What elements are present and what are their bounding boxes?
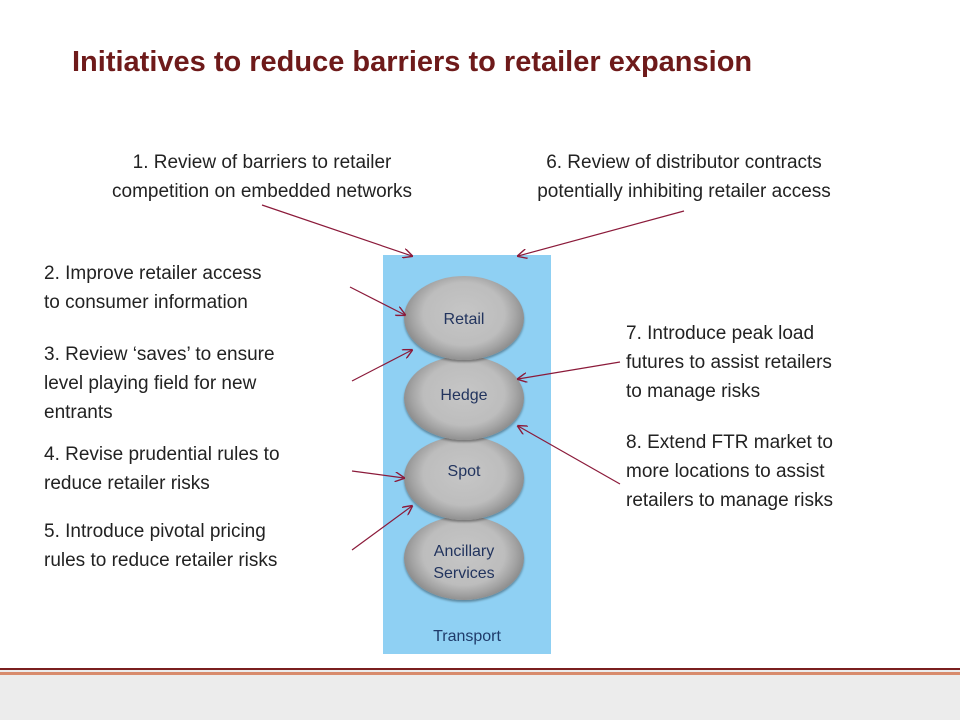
- arrow-1: [261, 204, 412, 256]
- layer-label-ancillary-services: Ancillary Services: [433, 543, 495, 582]
- transport-label: Transport: [433, 628, 501, 645]
- arrow-3: [351, 350, 412, 382]
- initiative-2: 2. Improve retailer access to consumer i…: [44, 263, 262, 313]
- disc-hedge: [404, 356, 524, 440]
- initiative-6: 6. Review of distributor contracts poten…: [537, 152, 831, 202]
- disc-spot: [404, 436, 524, 520]
- footer-divider: [0, 668, 960, 670]
- initiative-3: 3. Review ‘saves’ to ensure level playin…: [44, 344, 275, 423]
- initiative-1: 1. Review of barriers to retailer compet…: [112, 152, 412, 202]
- page-title: Initiatives to reduce barriers to retail…: [72, 46, 753, 78]
- arrow-2: [349, 286, 405, 315]
- layer-label-hedge: Hedge: [440, 387, 488, 404]
- footer-accent-line: [0, 672, 960, 675]
- arrow-7: [518, 361, 621, 379]
- arrow-5: [351, 506, 412, 551]
- layer-label-retail: Retail: [443, 311, 485, 328]
- disc-ancillary-services: [404, 516, 524, 600]
- footer-band: [0, 668, 960, 720]
- arrow-4: [351, 470, 404, 478]
- initiative-5: 5. Introduce pivotal pricing rules to re…: [44, 521, 278, 571]
- layer-label-spot: Spot: [447, 463, 481, 480]
- arrow-8: [518, 426, 621, 485]
- arrow-6: [518, 210, 685, 256]
- initiative-8: 8. Extend FTR market to more locations t…: [626, 432, 833, 511]
- disc-retail: [404, 276, 524, 360]
- initiative-7: 7. Introduce peak load futures to assist…: [626, 323, 832, 402]
- initiative-4: 4. Revise prudential rules to reduce ret…: [44, 444, 280, 494]
